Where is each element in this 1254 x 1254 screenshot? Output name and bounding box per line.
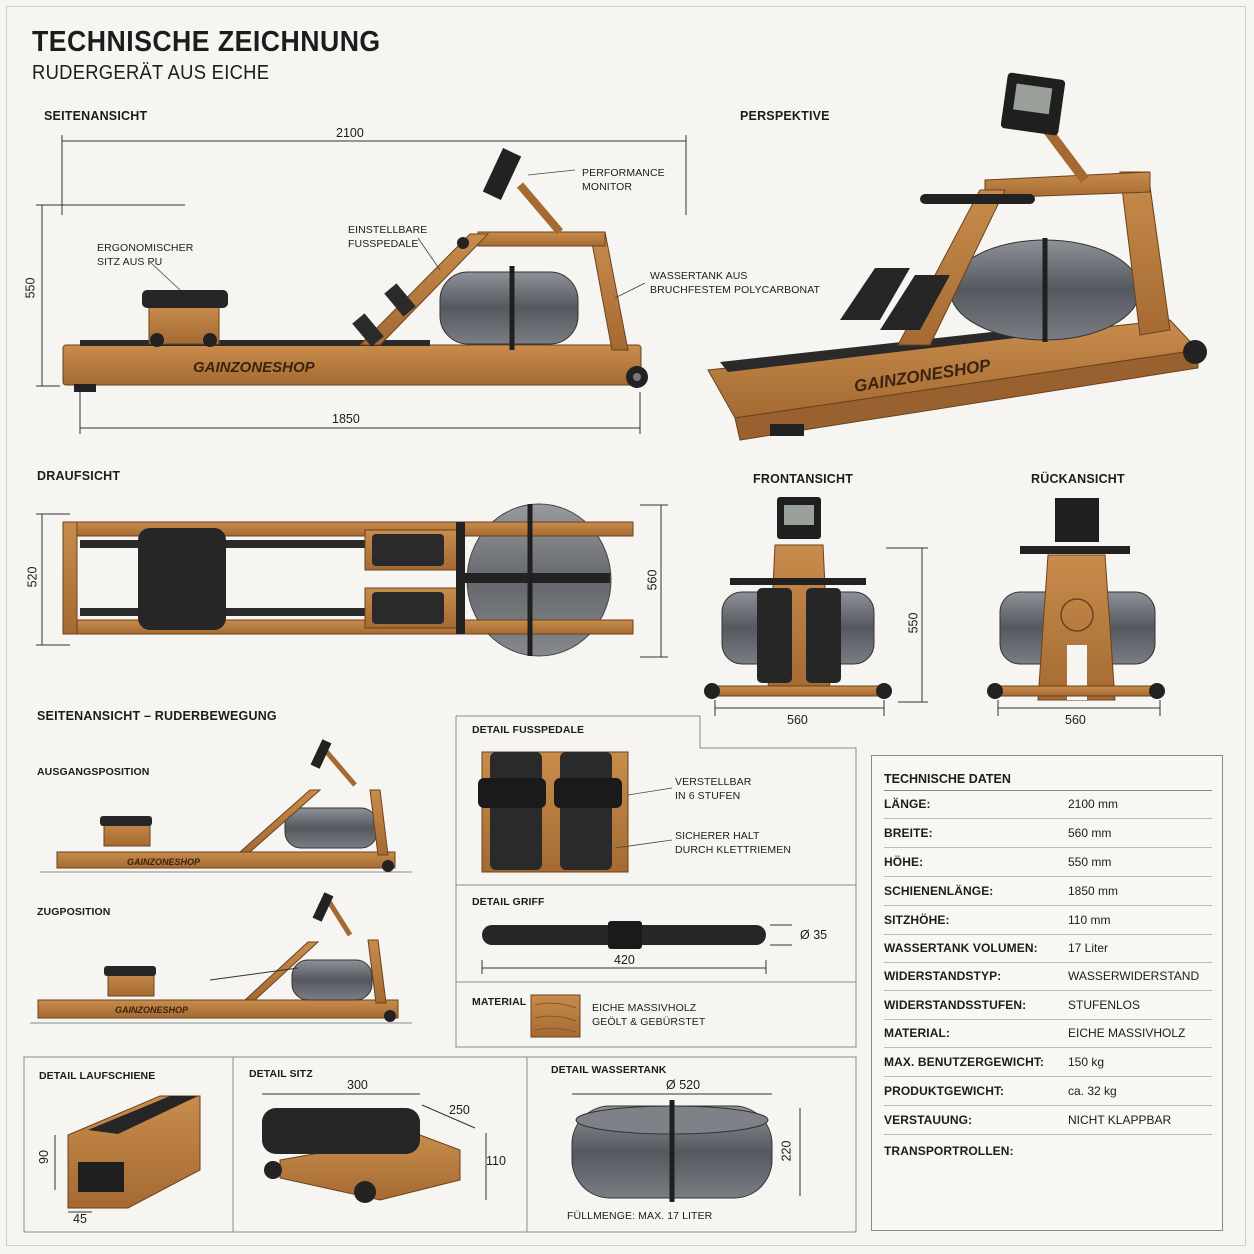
detail-boxes xyxy=(23,715,857,1233)
front-view-title: FRONTANSICHT xyxy=(753,472,854,486)
seat-dim-width: 250 xyxy=(449,1103,470,1117)
detail-rail-title: DETAIL LAUFSCHIENE xyxy=(39,1070,156,1082)
table-row: SITZHÖHE:110 mm xyxy=(884,905,1212,935)
table-row: MAX. BENUTZERGEWICHT:150 kg xyxy=(884,1047,1212,1077)
material-title: MATERIAL xyxy=(472,996,527,1008)
rear-view-machine xyxy=(987,498,1165,701)
table-row: MATERIAL:EICHE MASSIVHOLZ xyxy=(884,1018,1212,1048)
tank-fill-note: FÜLLMENGE: MAX. 17 LITER xyxy=(567,1210,713,1222)
front-view-machine xyxy=(704,497,892,699)
table-row: WIDERSTANDSTYP:WASSERWIDERSTAND xyxy=(884,961,1212,991)
perspective-title: PERSPEKTIVE xyxy=(740,109,830,123)
page-subtitle: RUDERGERÄT AUS EICHE xyxy=(32,62,270,84)
rail-dim-width: 45 xyxy=(73,1212,87,1226)
motion-start-machine: GAINZONESHOP xyxy=(40,739,412,873)
perspective-machine: GAINZONESHOP xyxy=(707,72,1207,441)
motion-title: SEITENANSICHT – RUDERBEWEGUNG xyxy=(37,709,277,723)
motion-pull-brand: GAINZONESHOP xyxy=(115,1005,189,1015)
detail-seat-title: DETAIL SITZ xyxy=(249,1068,313,1080)
top-dim-width: 520 xyxy=(25,566,40,588)
table-row: BREITE:560 mm xyxy=(884,818,1212,848)
side-dim-length: 2100 xyxy=(336,126,364,140)
front-dim-width: 560 xyxy=(787,713,808,727)
seat-dim-length: 300 xyxy=(347,1078,368,1092)
side-view-title: SEITENANSICHT xyxy=(44,109,148,123)
rear-view-dims xyxy=(997,700,1161,716)
top-dim-tank: 560 xyxy=(645,569,660,591)
table-row: HÖHE:550 mm xyxy=(884,847,1212,877)
side-view-machine: GAINZONESHOP xyxy=(62,148,648,392)
motion-start-brand: GAINZONESHOP xyxy=(127,857,201,867)
side-brand: GAINZONESHOP xyxy=(193,359,316,376)
detail-pedals-drawing xyxy=(478,751,673,873)
detail-grip-title: DETAIL GRIFF xyxy=(472,896,545,908)
sheet-frame xyxy=(6,6,1246,1246)
grip-dim-diameter: Ø 35 xyxy=(800,928,828,942)
table-row: LÄNGE:2100 mm xyxy=(884,789,1212,819)
motion-pull-label: ZUGPOSITION xyxy=(37,906,111,918)
detail-grip-drawing xyxy=(481,921,792,974)
table-row: VERSTAUUNG:NICHT KLAPPBAR xyxy=(884,1105,1212,1135)
top-view-title: DRAUFSICHT xyxy=(37,469,121,483)
seat-dim-height: 110 xyxy=(486,1154,506,1168)
table-row: TRANSPORTROLLEN:✓ xyxy=(884,1136,1212,1165)
detail-tank-title: DETAIL WASSERTANK xyxy=(551,1064,667,1076)
table-row: PRODUKTGEWICHT:ca. 32 kg xyxy=(884,1076,1212,1106)
rear-view-title: RÜCKANSICHT xyxy=(1031,472,1125,486)
material-swatch xyxy=(530,994,581,1038)
table-row: SCHIENENLÄNGE:1850 mm xyxy=(884,876,1212,906)
front-view-dims xyxy=(714,547,928,716)
detail-tank-drawing xyxy=(571,1093,801,1202)
checkmark-value: ✓ xyxy=(1068,1144,1078,1158)
motion-start-label: AUSGANGSPOSITION xyxy=(37,766,150,778)
side-dim-height: 550 xyxy=(23,277,38,299)
spec-table-title: TECHNISCHE DATEN xyxy=(884,764,1212,791)
spec-table: TECHNISCHE DATEN LÄNGE:2100 mm BREITE:56… xyxy=(871,755,1223,1231)
tank-dim-height: 220 xyxy=(779,1140,794,1162)
rail-dim-height: 90 xyxy=(36,1150,51,1164)
page-title: TECHNISCHE ZEICHNUNG xyxy=(32,26,381,58)
tank-dim-diameter: Ø 520 xyxy=(666,1078,701,1092)
side-view-drawing xyxy=(36,135,687,434)
side-dim-rail: 1850 xyxy=(332,412,360,426)
front-dim-height: 550 xyxy=(906,612,921,634)
detail-pedals-title: DETAIL FUSSPEDALE xyxy=(472,724,585,736)
grip-dim-length: 420 xyxy=(614,953,635,967)
top-view-machine xyxy=(62,503,634,657)
motion-pull-machine: GAINZONESHOP xyxy=(30,892,412,1024)
table-row: WIDERSTANDSSTUFEN:STUFENLOS xyxy=(884,990,1212,1020)
detail-rail-drawing xyxy=(54,1095,201,1213)
table-row: WASSERTANK VOLUMEN:17 Liter xyxy=(884,933,1212,963)
top-view-drawing xyxy=(36,504,668,658)
detail-seat-drawing xyxy=(262,1093,487,1203)
rear-dim-width: 560 xyxy=(1065,713,1086,727)
